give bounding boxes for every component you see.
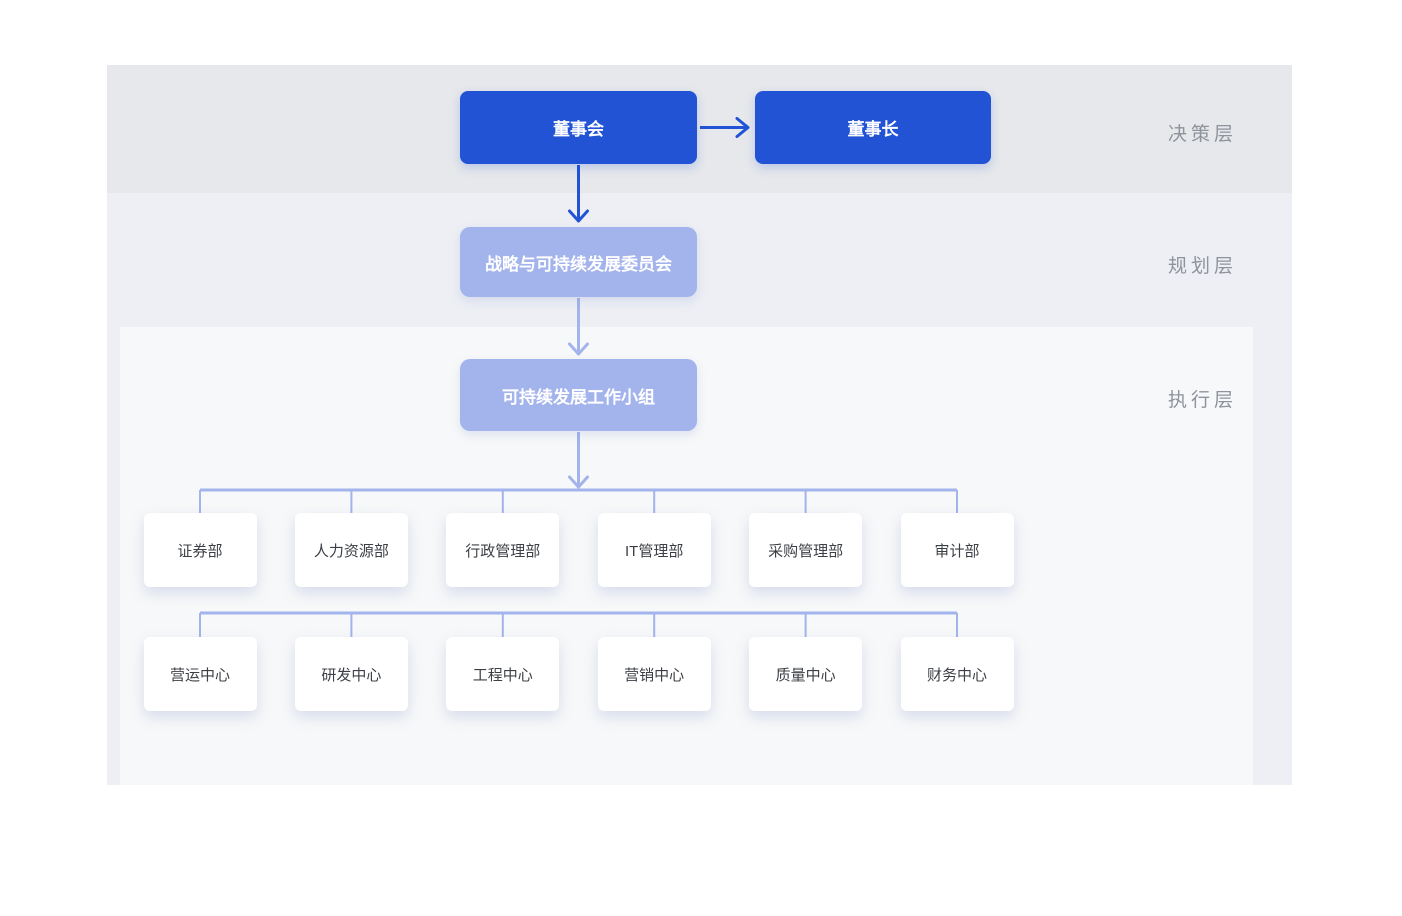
node-strategy-sustainability-committee[interactable]: 战略与可持续发展委员会	[460, 227, 697, 297]
node-center-4[interactable]: 质量中心	[749, 637, 863, 711]
node-center-1[interactable]: 研发中心	[294, 637, 408, 711]
node-board-of-directors[interactable]: 董事会	[460, 91, 697, 164]
node-sustainability-working-group[interactable]: 可持续发展工作小组	[460, 359, 697, 431]
node-department-4[interactable]: 采购管理部	[749, 513, 863, 587]
node-chairman[interactable]: 董事长	[755, 91, 991, 164]
node-center-2[interactable]: 工程中心	[446, 637, 560, 711]
node-center-3[interactable]: 营销中心	[597, 637, 711, 711]
node-department-1[interactable]: 人力资源部	[294, 513, 408, 587]
node-department-2[interactable]: 行政管理部	[446, 513, 560, 587]
decision-layer-label: 决策层	[1168, 124, 1238, 145]
node-department-0[interactable]: 证券部	[143, 513, 257, 587]
node-department-3[interactable]: IT管理部	[597, 513, 711, 587]
planning-layer-label: 规划层	[1168, 256, 1238, 277]
execution-layer-label: 执行层	[1168, 390, 1238, 411]
node-department-5[interactable]: 审计部	[900, 513, 1014, 587]
node-center-5[interactable]: 财务中心	[900, 637, 1014, 711]
decision-layer-band	[107, 65, 1292, 193]
node-center-0[interactable]: 营运中心	[143, 637, 257, 711]
